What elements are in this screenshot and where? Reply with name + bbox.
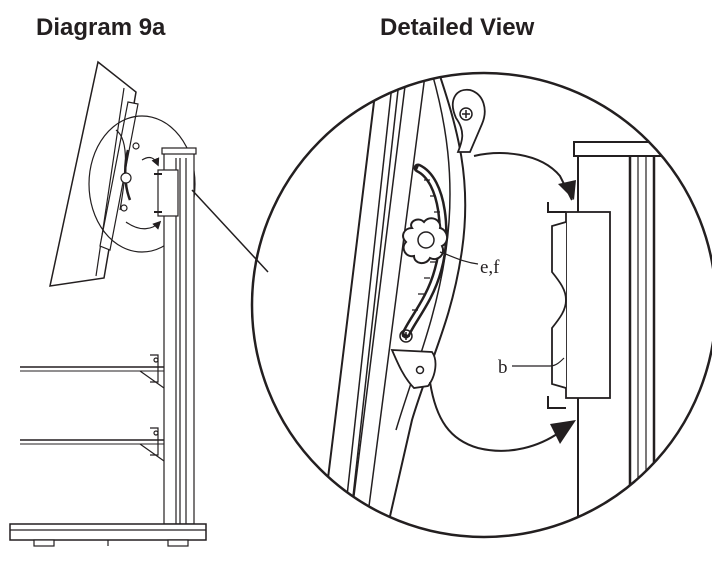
shelf-lower	[20, 427, 165, 462]
adjustment-knob	[402, 217, 448, 264]
arrow-lower	[429, 381, 561, 452]
detailed-view-title: Detailed View	[380, 14, 535, 41]
adjustment-slot	[401, 163, 448, 339]
arrow-upper	[473, 152, 573, 201]
callout-leader-knob	[439, 251, 479, 265]
shelf-upper	[20, 354, 165, 389]
diagram-title: Diagram 9a	[36, 14, 166, 41]
stand-side-view	[9, 60, 269, 547]
monitor-side	[49, 60, 139, 287]
arrow-lower-head	[550, 420, 576, 444]
top-hook	[451, 88, 486, 153]
monitor-panel-detail	[316, 73, 429, 537]
lower-hook	[390, 329, 437, 389]
arrow-upper-head	[558, 180, 576, 200]
mount-hardware-small	[115, 129, 162, 230]
callout-leader-bracket	[512, 357, 565, 367]
stand-base	[9, 523, 207, 547]
detail-circle-large	[250, 71, 712, 539]
callout-label-knob: e,f	[480, 257, 500, 278]
detailed-view	[316, 73, 712, 537]
zoom-leader-line	[191, 189, 269, 273]
callout-label-bracket: b	[498, 357, 508, 378]
detail-circle-small	[88, 115, 196, 253]
bracket-b	[547, 202, 611, 409]
post-bracket	[154, 169, 179, 217]
